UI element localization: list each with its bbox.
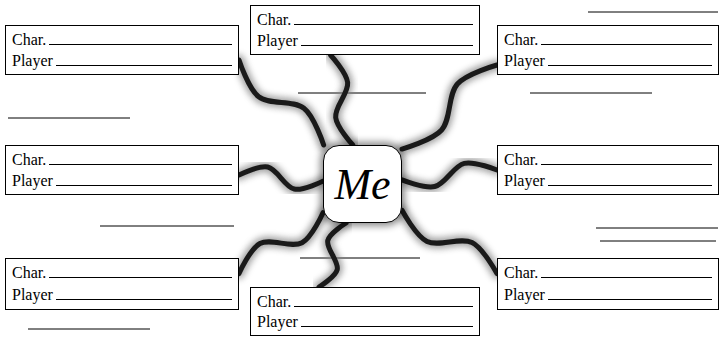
write-in-line — [49, 150, 232, 165]
field-row: Player — [257, 31, 473, 50]
character-box: Char. Player — [250, 5, 480, 55]
write-in-line — [541, 264, 712, 279]
field-label: Player — [504, 286, 545, 304]
field-label: Player — [12, 52, 53, 70]
tentacle-connector — [402, 163, 497, 187]
tentacle-shadow — [402, 210, 497, 273]
field-label: Char. — [504, 31, 538, 49]
center-label: Me — [334, 159, 390, 210]
write-in-line — [28, 329, 150, 330]
character-box: Char. Player — [5, 145, 239, 195]
tentacle-connector — [402, 65, 497, 149]
write-in-line — [56, 51, 232, 66]
tentacle-shadow — [239, 60, 324, 145]
tentacle-connector — [331, 55, 353, 145]
write-in-line — [596, 228, 718, 229]
field-label: Player — [504, 52, 545, 70]
character-box: Char. Player — [497, 258, 719, 310]
write-in-line — [56, 286, 232, 301]
field-label: Player — [504, 172, 545, 190]
field-row: Char. — [12, 150, 232, 169]
tentacle-shadow — [239, 213, 323, 274]
tentacle-shadow — [331, 55, 353, 145]
write-in-line — [548, 286, 712, 301]
field-label: Char. — [257, 11, 291, 29]
center-box: Me — [323, 145, 402, 223]
write-in-line — [56, 171, 232, 186]
character-box: Char. Player — [5, 25, 239, 75]
tentacle-shadow — [402, 163, 497, 187]
field-row: Player — [257, 312, 473, 331]
field-label: Char. — [12, 31, 46, 49]
field-row: Player — [12, 286, 232, 305]
field-row: Player — [504, 51, 712, 70]
field-row: Char. — [257, 10, 473, 29]
write-in-line — [541, 150, 712, 165]
tentacle-shadow — [239, 167, 323, 189]
write-in-line — [588, 12, 718, 13]
field-row: Char. — [12, 264, 232, 283]
field-row: Player — [12, 171, 232, 190]
write-in-line — [541, 30, 712, 45]
field-label: Player — [12, 172, 53, 190]
write-in-line — [301, 312, 473, 327]
write-in-line — [298, 93, 426, 94]
field-label: Char. — [12, 264, 46, 282]
write-in-line — [8, 118, 130, 119]
field-row: Char. — [504, 30, 712, 49]
character-box: Char. Player — [250, 287, 480, 336]
write-in-line — [100, 226, 234, 227]
character-box: Char. Player — [497, 25, 719, 75]
field-label: Char. — [504, 151, 538, 169]
field-row: Char. — [257, 292, 473, 311]
field-label: Char. — [257, 293, 291, 311]
write-in-line — [49, 30, 232, 45]
tentacle-connector — [239, 167, 323, 189]
tentacle-connector — [402, 210, 497, 273]
write-in-line — [600, 241, 716, 242]
tentacle-connector — [319, 223, 346, 287]
field-label: Player — [257, 313, 298, 331]
field-row: Player — [504, 286, 712, 305]
field-row: Char. — [504, 264, 712, 283]
field-label: Player — [12, 286, 53, 304]
write-in-line — [300, 258, 420, 259]
field-label: Player — [257, 32, 298, 50]
tentacle-connector — [239, 213, 323, 274]
field-label: Char. — [504, 264, 538, 282]
write-in-line — [301, 31, 473, 46]
write-in-line — [294, 292, 473, 307]
write-in-line — [294, 10, 473, 25]
field-row: Char. — [12, 30, 232, 49]
field-row: Char. — [504, 150, 712, 169]
tentacle-shadow — [319, 223, 346, 287]
tentacle-shadow — [402, 65, 497, 149]
field-row: Player — [12, 51, 232, 70]
character-box: Char. Player — [497, 145, 719, 195]
write-in-line — [49, 264, 232, 279]
character-box: Char. Player — [5, 258, 239, 310]
write-in-line — [548, 51, 712, 66]
tentacle-connector — [239, 60, 324, 145]
field-row: Player — [504, 171, 712, 190]
field-label: Char. — [12, 151, 46, 169]
write-in-line — [548, 171, 712, 186]
write-in-line — [530, 93, 652, 94]
